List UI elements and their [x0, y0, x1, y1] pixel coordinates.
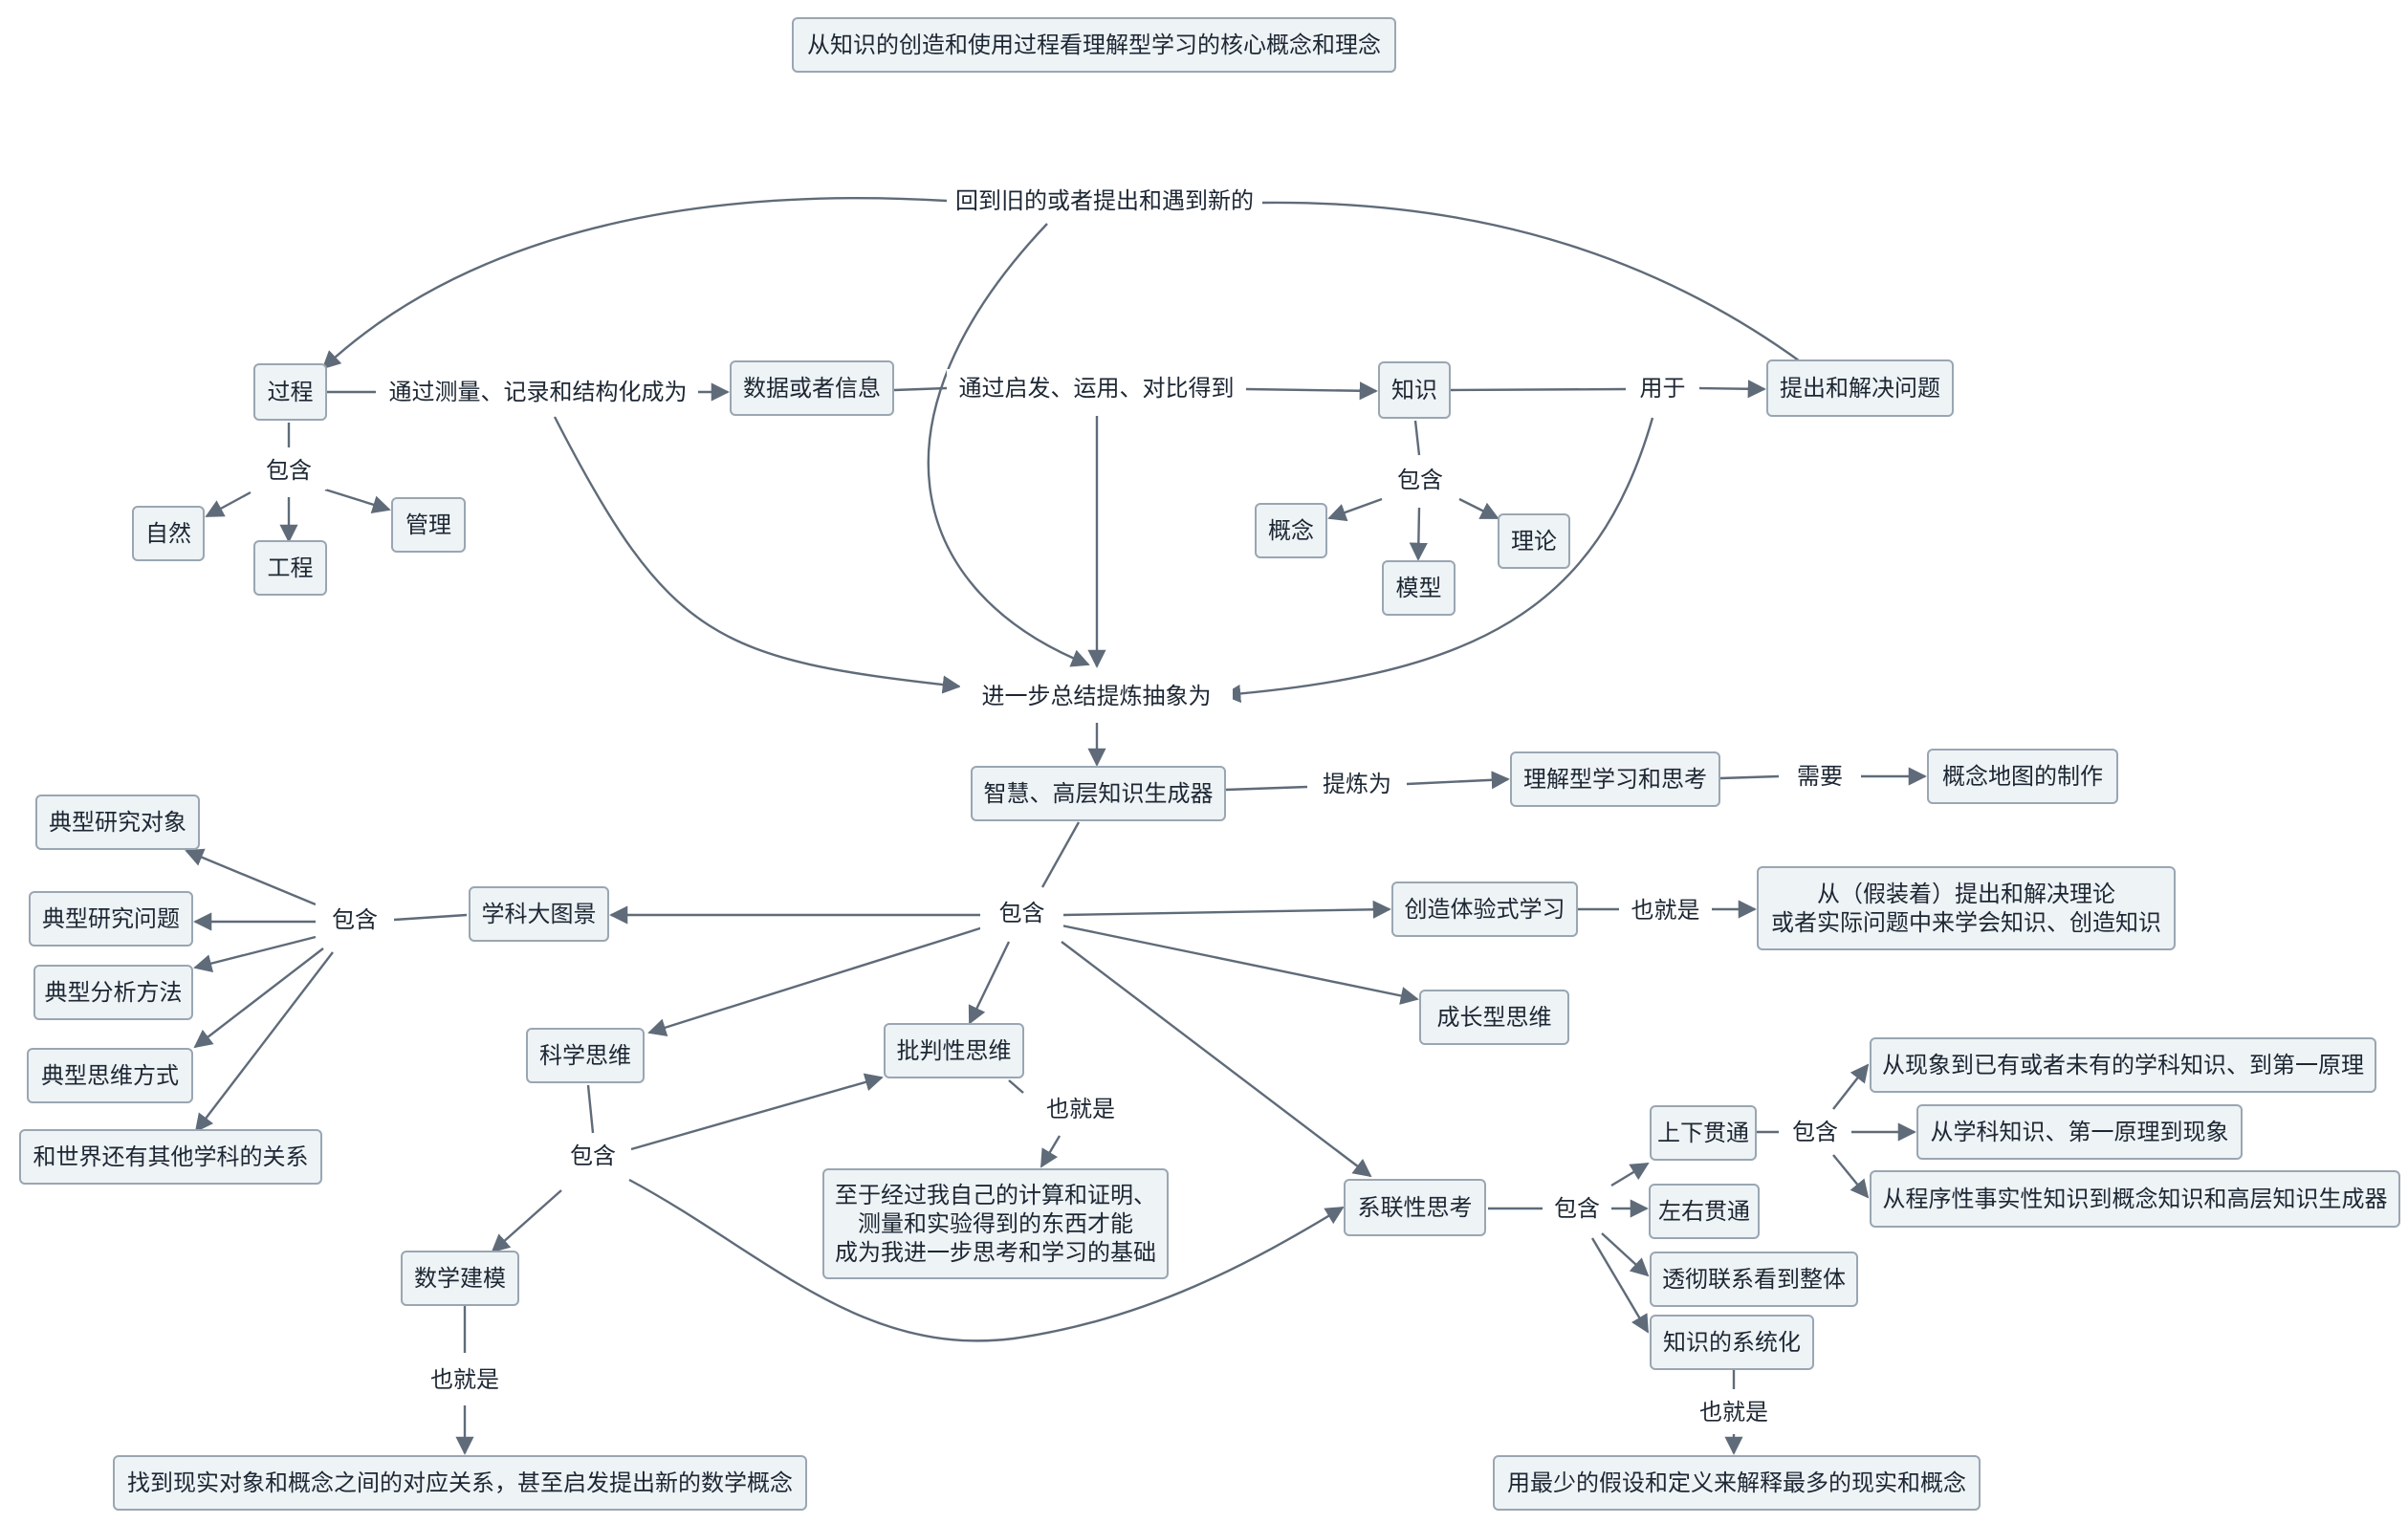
label-baohan-zhishi: 包含 — [1382, 461, 1458, 499]
edge-shangxia-chengxuxing — [1832, 1154, 1870, 1199]
edge-zhishi-baohan-lilun — [1458, 497, 1500, 520]
node-dianxing-fangfa[interactable]: 典型分析方法 — [33, 965, 193, 1020]
node-pipan[interactable]: 批判性思维 — [884, 1023, 1024, 1078]
label-yejiushi-jianmo: 也就是 — [422, 1361, 508, 1399]
edge-tichu-huidao — [1261, 201, 1804, 364]
edge-zhihui-baohan — [1040, 821, 1081, 888]
label-baohan-center: 包含 — [980, 894, 1063, 932]
edge-zhishi-baohan-moxing — [1409, 507, 1428, 561]
label-baohan-shangxia: 包含 — [1779, 1113, 1851, 1151]
node-xitonghua[interactable]: 知识的系统化 — [1650, 1315, 1814, 1370]
label-baohan-guocheng: 包含 — [251, 451, 327, 490]
edge-xilian-shangxia — [1610, 1162, 1650, 1187]
node-dianxing-wenti[interactable]: 典型研究问题 — [29, 891, 193, 947]
edge-yongyu-tichu — [1698, 380, 1766, 399]
node-guocheng[interactable]: 过程 — [253, 363, 327, 421]
edge-center-pipan — [968, 941, 1011, 1025]
edge-zhishi-yongyu — [1450, 387, 1627, 392]
node-shijie-guanxi[interactable]: 和世界还有其他学科的关系 — [19, 1129, 322, 1185]
node-xueke[interactable]: 学科大图景 — [469, 886, 609, 942]
edge-xueke-duixiang — [185, 848, 317, 906]
edge-xilian-toushe — [1601, 1232, 1650, 1277]
node-zhihui[interactable]: 智慧、高层知识生成器 — [971, 766, 1226, 821]
edge-zhishi-baohan — [1413, 420, 1421, 456]
node-gainian[interactable]: 概念 — [1255, 503, 1327, 558]
label-xuyao: 需要 — [1779, 757, 1861, 795]
label-yejiushi-pipan: 也就是 — [1038, 1090, 1124, 1128]
label-tilian: 提炼为 — [1307, 765, 1407, 803]
node-jiazhuang[interactable]: 从（假装着）提出和解决理论 或者实际问题中来学会知识、创造知识 — [1757, 866, 2176, 950]
node-xilian[interactable]: 系联性思考 — [1344, 1179, 1486, 1236]
label-yongyu: 用于 — [1626, 369, 1699, 407]
edge-center-kexue — [647, 925, 984, 1036]
edge-xilian-xitong — [1590, 1237, 1650, 1334]
label-tongguo-celiang: 通过测量、记录和结构化成为 — [378, 373, 698, 411]
node-dianxing-siwei[interactable]: 典型思维方式 — [27, 1048, 193, 1103]
edge-zhihui-tilian — [1225, 785, 1308, 792]
edge-yongyu-jinyibu — [1222, 417, 1654, 704]
edge-yejiushi-zhiyu — [1040, 1135, 1062, 1168]
edge-kexue-baohan-jianmo — [491, 1189, 562, 1253]
edge-lijie-xuyao — [1719, 774, 1780, 780]
node-ziran[interactable]: 自然 — [132, 506, 205, 561]
node-jianmo[interactable]: 数学建模 — [401, 1251, 519, 1306]
edge-huidao-jinyibu — [927, 223, 1090, 667]
edge-center-chuangzao — [1062, 900, 1391, 919]
node-zuishao[interactable]: 用最少的假设和定义来解释最多的现实和概念 — [1493, 1455, 1981, 1511]
label-tongguo-qifa: 通过启发、运用、对比得到 — [947, 369, 1246, 407]
edge-kexue-baohan-pipan — [630, 1073, 884, 1151]
edge-shangxia-xianxiang — [1832, 1063, 1870, 1110]
node-ditu[interactable]: 概念地图的制作 — [1927, 749, 2118, 804]
label-baohan-kexue: 包含 — [557, 1137, 629, 1175]
edge-kexue-baohan-xilian — [628, 1178, 1345, 1342]
node-chengzhang[interactable]: 成长型思维 — [1419, 990, 1569, 1045]
edge-baohan-ziran — [205, 490, 252, 518]
node-chuangzao[interactable]: 创造体验式学习 — [1391, 882, 1578, 937]
node-zhaodao[interactable]: 找到现实对象和概念之间的对应关系，甚至启发提出新的数学概念 — [113, 1455, 807, 1511]
edge-kexue-baohan — [586, 1084, 595, 1134]
label-baohan-xilian: 包含 — [1543, 1189, 1611, 1228]
edge-zhishi-baohan-gainian — [1327, 497, 1383, 522]
edge-xueke-fangfa — [193, 935, 317, 973]
edge-center-chengzhang — [1061, 924, 1419, 1005]
node-tichu-jiejue[interactable]: 提出和解决问题 — [1766, 359, 1954, 417]
node-zhiyu[interactable]: 至于经过我自己的计算和证明、 测量和实验得到的东西才能 成为我进一步思考和学习的… — [822, 1168, 1169, 1279]
node-shangxia[interactable]: 上下贯通 — [1650, 1105, 1757, 1161]
edge-shuju-qifa — [893, 386, 948, 392]
node-toushe[interactable]: 透彻联系看到整体 — [1650, 1252, 1858, 1307]
edge-huidao-guocheng — [321, 197, 948, 370]
node-zuoyou[interactable]: 左右贯通 — [1649, 1184, 1760, 1239]
node-dianxing-duixiang[interactable]: 典型研究对象 — [35, 795, 200, 850]
node-xueke-zhishi[interactable]: 从学科知识、第一原理到现象 — [1916, 1104, 2243, 1160]
edge-pipan-yejiushi — [1008, 1079, 1024, 1094]
label-baohan-xueke: 包含 — [316, 901, 394, 939]
node-shuju[interactable]: 数据或者信息 — [730, 360, 894, 416]
label-huidao: 回到旧的或者提出和遇到新的 — [947, 182, 1262, 220]
node-lilun[interactable]: 理论 — [1498, 513, 1570, 569]
node-kexue[interactable]: 科学思维 — [526, 1028, 645, 1083]
label-yejiushi-chuangzao: 也就是 — [1619, 891, 1712, 929]
node-moxing[interactable]: 模型 — [1382, 560, 1456, 616]
edge-baohan-guanli — [324, 488, 391, 513]
edge-center-xilian — [1061, 941, 1372, 1178]
edge-xueke-siwei — [193, 947, 324, 1049]
edge-xueke-baohan — [393, 913, 468, 922]
node-chengxuxing[interactable]: 从程序性事实性知识到概念知识和高层知识生成器 — [1870, 1170, 2400, 1228]
label-yejiushi-xitong: 也就是 — [1691, 1393, 1777, 1431]
node-gongcheng[interactable]: 工程 — [253, 540, 327, 596]
node-guanli[interactable]: 管理 — [391, 497, 466, 553]
node-zhishi[interactable]: 知识 — [1378, 361, 1451, 419]
edge-qifa-zhishi — [1245, 381, 1378, 401]
node-xianxiang[interactable]: 从现象到已有或者未有的学科知识、到第一原理 — [1870, 1037, 2376, 1093]
edge-xueke-shijie — [194, 951, 334, 1133]
edge-tilian-lijie — [1406, 771, 1510, 790]
label-jinyibu: 进一步总结提炼抽象为 — [960, 677, 1233, 715]
node-lijie[interactable]: 理解型学习和思考 — [1510, 751, 1720, 807]
edge-tongguo-jinyibu — [553, 416, 961, 694]
diagram-title: 从知识的创造和使用过程看理解型学习的核心概念和理念 — [792, 17, 1396, 73]
